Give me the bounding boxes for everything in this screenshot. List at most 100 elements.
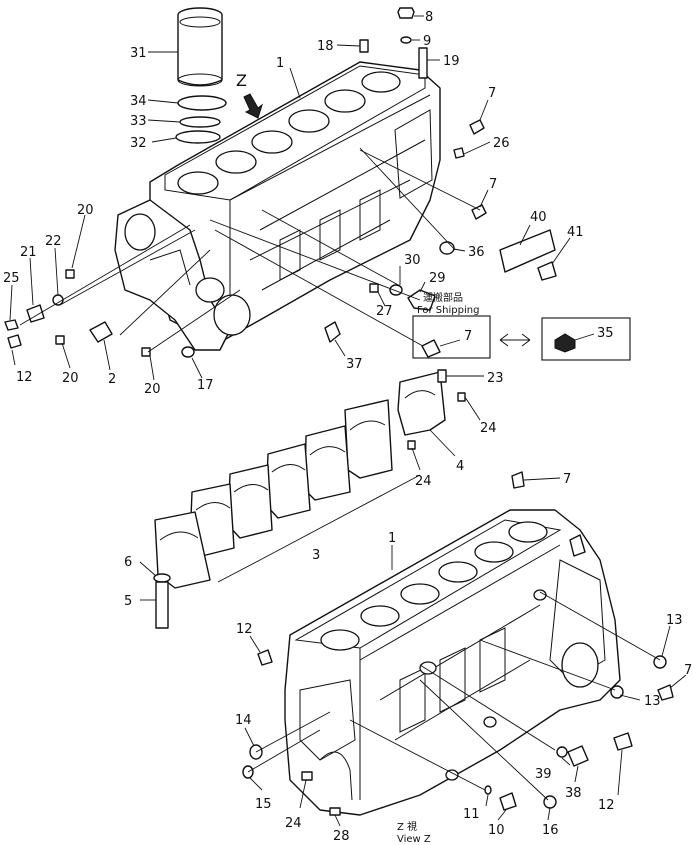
- pin-26: [453, 147, 465, 159]
- callout-18: 18: [317, 39, 334, 54]
- callout-13-b: 13: [644, 694, 661, 709]
- plug-25: [4, 319, 19, 331]
- callout-7-e: 7: [684, 663, 692, 678]
- callout-39: 39: [535, 767, 552, 782]
- cylinder-liner: [177, 7, 223, 87]
- callout-2: 2: [108, 372, 116, 387]
- o-ring-32: [175, 130, 221, 144]
- pin-20c: [141, 347, 151, 357]
- callout-7-d: 7: [563, 472, 571, 487]
- shipping-note-english: For Shipping: [417, 305, 479, 316]
- callout-20-c: 20: [144, 382, 161, 397]
- pin-27: [369, 283, 379, 293]
- callout-1-upper: 1: [276, 56, 284, 71]
- view-caption-top: Z 視: [397, 820, 417, 833]
- callout-6: 6: [124, 555, 132, 570]
- interchange-arrow: [499, 333, 531, 347]
- plug-12a: [7, 334, 22, 349]
- pin-23: [437, 369, 447, 383]
- ring-9: [400, 36, 412, 44]
- cover-40: [499, 229, 556, 273]
- lower-cylinder-block: [284, 509, 621, 816]
- fitting-top: [569, 534, 586, 557]
- lower-leader-lines: [244, 477, 687, 827]
- callout-13-a: 13: [666, 613, 683, 628]
- callout-20-a: 20: [77, 203, 94, 218]
- plug-10: [499, 792, 517, 811]
- callout-12-c: 12: [598, 798, 615, 813]
- callout-14: 14: [235, 713, 252, 728]
- view-caption-bottom: View Z: [397, 834, 431, 845]
- plug-38: [567, 745, 589, 767]
- callout-33: 33: [130, 114, 147, 129]
- plug-12b: [257, 649, 273, 666]
- callout-37: 37: [346, 357, 363, 372]
- washer-6: [153, 573, 171, 583]
- callout-9: 9: [423, 34, 431, 49]
- callout-35: 35: [597, 326, 614, 341]
- callout-41: 41: [567, 225, 584, 240]
- callout-7-a: 7: [488, 86, 496, 101]
- callout-26: 26: [493, 136, 510, 151]
- callout-3: 3: [312, 548, 320, 563]
- callout-38: 38: [565, 786, 582, 801]
- callout-24-b: 24: [415, 474, 432, 489]
- bolt-7c: [421, 339, 441, 358]
- callout-29: 29: [429, 271, 446, 286]
- fitting-35: [554, 333, 576, 353]
- washer-22: [52, 294, 64, 306]
- upper-cylinder-block: [114, 61, 441, 351]
- nut-17: [181, 346, 195, 358]
- o-ring-34: [177, 95, 227, 111]
- callout-16: 16: [542, 823, 559, 838]
- ring-11: [484, 785, 492, 795]
- callout-28: 28: [333, 829, 350, 844]
- bolt-7a: [469, 119, 485, 135]
- callout-1-lower: 1: [388, 531, 396, 546]
- plug-13b: [610, 685, 624, 699]
- pipe-19: [418, 47, 428, 79]
- o-ring-33: [179, 116, 221, 128]
- callout-27: 27: [376, 304, 393, 319]
- callout-5: 5: [124, 594, 132, 609]
- callout-4: 4: [456, 459, 464, 474]
- callout-40: 40: [530, 210, 547, 225]
- callout-7-b: 7: [489, 177, 497, 192]
- callout-24-c: 24: [285, 816, 302, 831]
- plug-8: [397, 7, 415, 19]
- plug-12c: [613, 732, 633, 751]
- ring-39: [556, 746, 568, 758]
- callout-24-a: 24: [480, 421, 497, 436]
- callout-12-b: 12: [236, 622, 253, 637]
- shipping-note-japanese: 運搬部品: [423, 291, 463, 304]
- main-bearing-caps: [154, 371, 446, 589]
- callout-36: 36: [468, 245, 485, 260]
- plug-7e: [657, 684, 674, 701]
- callout-25: 25: [3, 271, 20, 286]
- bolt-5: [155, 581, 169, 629]
- washer-30: [389, 284, 403, 296]
- callout-22: 22: [45, 234, 62, 249]
- plug-13a: [653, 655, 667, 669]
- pin-28: [329, 807, 341, 816]
- plug-7d: [511, 471, 525, 489]
- pin-20a: [65, 269, 75, 279]
- pin-18: [359, 39, 369, 53]
- callout-7-shipping: 7: [464, 329, 472, 344]
- callout-34: 34: [130, 94, 147, 109]
- bolt-7b: [471, 204, 487, 220]
- plug-29: [407, 289, 436, 311]
- plug-36: [439, 241, 455, 255]
- upper-leader-lines: [9, 15, 571, 381]
- callout-32: 32: [130, 136, 147, 151]
- option-part-box: [541, 317, 631, 361]
- callout-17: 17: [197, 378, 214, 393]
- pin-20b: [55, 335, 65, 345]
- pin-24a: [457, 392, 466, 402]
- callout-19: 19: [443, 54, 460, 69]
- callout-labels: 8 9 18 19 31 1 34 33 32 7 26 7 20 22 21 …: [3, 10, 692, 844]
- nozzle-37: [324, 321, 341, 343]
- bolt-41: [537, 261, 557, 281]
- view-z-letter: Z: [236, 71, 247, 90]
